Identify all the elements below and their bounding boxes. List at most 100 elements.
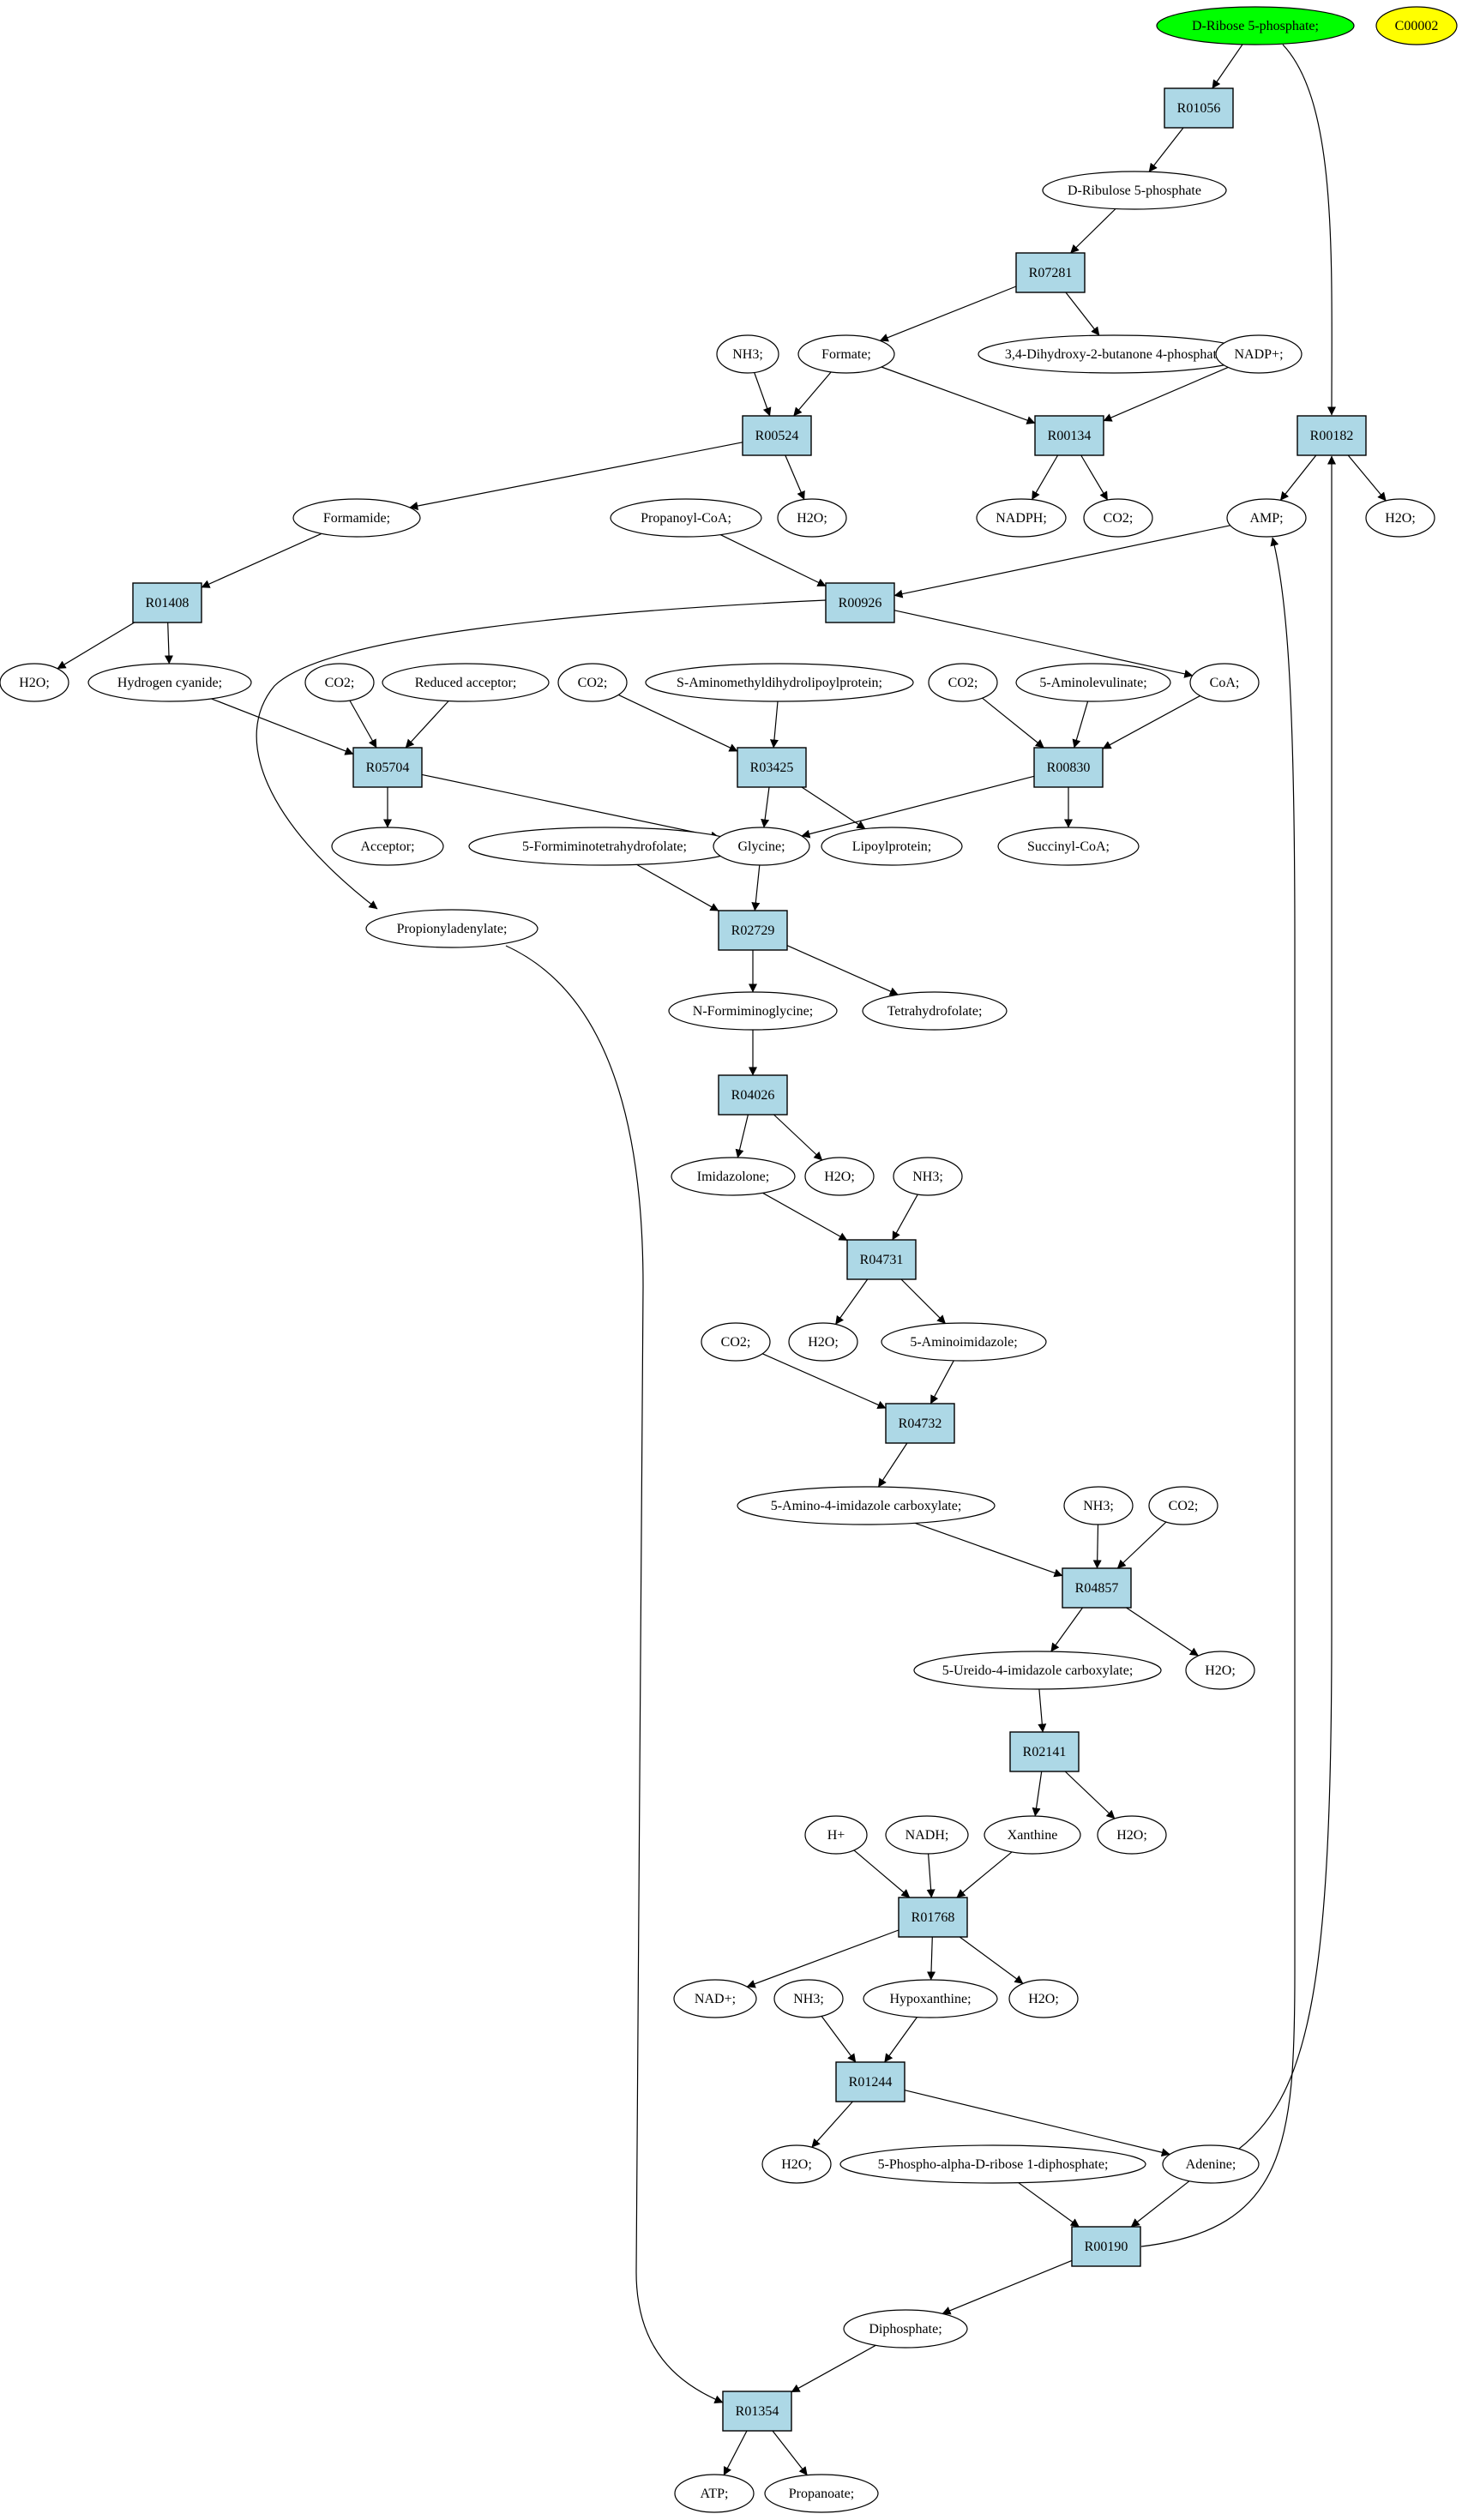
metabolite-ellipse[interactable] bbox=[1162, 2144, 1260, 2184]
reaction-node-R05704[interactable]: R05704 bbox=[352, 747, 423, 788]
metabolite-node-nadph[interactable]: NADPH; bbox=[976, 498, 1067, 538]
reaction-node-R00182[interactable]: R00182 bbox=[1297, 415, 1367, 456]
metabolite-ellipse[interactable] bbox=[773, 1979, 844, 2018]
reaction-node-R04026[interactable]: R04026 bbox=[718, 1074, 788, 1116]
metabolite-node-samdlp[interactable]: S-Aminomethyldihydrolipoylprotein; bbox=[645, 663, 914, 702]
metabolite-ellipse[interactable] bbox=[976, 498, 1067, 538]
metabolite-ellipse[interactable] bbox=[777, 498, 847, 538]
reaction-node-R00190[interactable]: R00190 bbox=[1071, 2226, 1141, 2267]
reaction-box[interactable] bbox=[898, 1897, 968, 1938]
metabolite-node-h2o_4857[interactable]: H2O; bbox=[1185, 1651, 1255, 1690]
reaction-node-R00524[interactable]: R00524 bbox=[742, 415, 812, 456]
metabolite-node-coa[interactable]: CoA; bbox=[1189, 663, 1260, 702]
metabolite-node-co2_4732[interactable]: CO2; bbox=[701, 1322, 771, 1362]
metabolite-ellipse[interactable] bbox=[292, 498, 421, 538]
metabolite-ellipse[interactable] bbox=[674, 2474, 755, 2513]
metabolite-ellipse[interactable] bbox=[788, 1322, 858, 1362]
metabolite-ellipse[interactable] bbox=[382, 663, 550, 702]
metabolite-ellipse[interactable] bbox=[713, 827, 810, 866]
metabolite-node-nh3c[interactable]: NH3; bbox=[1063, 1486, 1134, 1525]
metabolite-node-formate[interactable]: Formate; bbox=[797, 334, 895, 374]
metabolite-ellipse[interactable] bbox=[984, 1815, 1081, 1855]
metabolite-ellipse[interactable] bbox=[0, 663, 69, 702]
metabolite-ellipse[interactable] bbox=[87, 663, 252, 702]
metabolite-ellipse[interactable] bbox=[668, 991, 838, 1031]
reaction-node-R00926[interactable]: R00926 bbox=[825, 582, 895, 623]
metabolite-node-h2o_524[interactable]: H2O; bbox=[777, 498, 847, 538]
metabolite-node-thf[interactable]: Tetrahydrofolate; bbox=[862, 991, 1008, 1031]
metabolite-ellipse[interactable] bbox=[645, 663, 914, 702]
metabolite-node-lipoyl[interactable]: Lipoylprotein; bbox=[821, 827, 963, 866]
metabolite-ellipse[interactable] bbox=[843, 2309, 968, 2349]
metabolite-ellipse[interactable] bbox=[928, 663, 998, 702]
metabolite-ellipse[interactable] bbox=[862, 991, 1008, 1031]
metabolite-node-succoa[interactable]: Succinyl-CoA; bbox=[997, 827, 1140, 866]
metabolite-ellipse[interactable] bbox=[804, 1815, 868, 1855]
metabolite-node-nh3b[interactable]: NH3; bbox=[893, 1157, 963, 1196]
metabolite-node-glycine[interactable]: Glycine; bbox=[713, 827, 810, 866]
metabolite-node-hypox[interactable]: Hypoxanthine; bbox=[863, 1979, 998, 2018]
reaction-box[interactable] bbox=[835, 2061, 905, 2102]
reaction-node-R04857[interactable]: R04857 bbox=[1062, 1567, 1132, 1609]
metabolite-node-diphos[interactable]: Diphosphate; bbox=[843, 2309, 968, 2349]
reaction-box[interactable] bbox=[718, 910, 788, 951]
metabolite-ellipse[interactable] bbox=[797, 334, 895, 374]
metabolite-node-h2o_1408[interactable]: H2O; bbox=[0, 663, 69, 702]
metabolite-node-acceptor[interactable]: Acceptor; bbox=[331, 827, 444, 866]
metabolite-node-nfgly[interactable]: N-Formiminoglycine; bbox=[668, 991, 838, 1031]
metabolite-ellipse[interactable] bbox=[557, 663, 628, 702]
metabolite-ellipse[interactable] bbox=[610, 498, 762, 538]
reaction-box[interactable] bbox=[352, 747, 423, 788]
metabolite-node-h2o_2141[interactable]: H2O; bbox=[1097, 1815, 1167, 1855]
metabolite-ellipse[interactable] bbox=[1083, 498, 1153, 538]
reaction-box[interactable] bbox=[1033, 747, 1104, 788]
reaction-box[interactable] bbox=[1164, 87, 1234, 129]
metabolite-ellipse[interactable] bbox=[1185, 1651, 1255, 1690]
metabolite-node-redacc[interactable]: Reduced acceptor; bbox=[382, 663, 550, 702]
metabolite-node-imidaz[interactable]: Imidazolone; bbox=[671, 1157, 796, 1196]
metabolite-node-nadp[interactable]: NADP+; bbox=[1215, 334, 1303, 374]
reaction-box[interactable] bbox=[722, 2391, 792, 2432]
reaction-node-R01244[interactable]: R01244 bbox=[835, 2061, 905, 2102]
metabolite-ellipse[interactable] bbox=[863, 1979, 998, 2018]
metabolite-ellipse[interactable] bbox=[1375, 6, 1458, 45]
metabolite-node-h2o_4026[interactable]: H2O; bbox=[804, 1157, 875, 1196]
metabolite-ellipse[interactable] bbox=[821, 827, 963, 866]
reaction-node-R04731[interactable]: R04731 bbox=[846, 1239, 917, 1280]
metabolite-node-co2_134[interactable]: CO2; bbox=[1083, 498, 1153, 538]
metabolite-ellipse[interactable] bbox=[1063, 1486, 1134, 1525]
reaction-box[interactable] bbox=[1009, 1731, 1080, 1772]
metabolite-ellipse[interactable] bbox=[893, 1157, 963, 1196]
metabolite-node-nad[interactable]: NAD+; bbox=[673, 1979, 757, 2018]
reaction-box[interactable] bbox=[1034, 415, 1104, 456]
metabolite-ellipse[interactable] bbox=[997, 827, 1140, 866]
metabolite-node-h2o_1768[interactable]: H2O; bbox=[1008, 1979, 1079, 2018]
metabolite-node-atp[interactable]: ATP; bbox=[674, 2474, 755, 2513]
reaction-node-R02141[interactable]: R02141 bbox=[1009, 1731, 1080, 1772]
metabolite-node-ala5[interactable]: 5-Aminolevulinate; bbox=[1015, 663, 1171, 702]
metabolite-node-co2_4857[interactable]: CO2; bbox=[1148, 1486, 1218, 1525]
metabolite-node-h2o_4731[interactable]: H2O; bbox=[788, 1322, 858, 1362]
metabolite-node-co2_830[interactable]: CO2; bbox=[928, 663, 998, 702]
metabolite-ellipse[interactable] bbox=[701, 1322, 771, 1362]
metabolite-ellipse[interactable] bbox=[1015, 663, 1171, 702]
metabolite-ellipse[interactable] bbox=[804, 1157, 875, 1196]
metabolite-ellipse[interactable] bbox=[1189, 663, 1260, 702]
metabolite-node-nadh[interactable]: NADH; bbox=[885, 1815, 969, 1855]
metabolite-ellipse[interactable] bbox=[1365, 498, 1435, 538]
reaction-node-R00134[interactable]: R00134 bbox=[1034, 415, 1104, 456]
metabolite-ellipse[interactable] bbox=[881, 1322, 1047, 1362]
metabolite-node-uicarb[interactable]: 5-Ureido-4-imidazole carboxylate; bbox=[913, 1651, 1162, 1690]
metabolite-node-nh3d[interactable]: NH3; bbox=[773, 1979, 844, 2018]
reaction-box[interactable] bbox=[718, 1074, 788, 1116]
reaction-node-R01768[interactable]: R01768 bbox=[898, 1897, 968, 1938]
metabolite-ellipse[interactable] bbox=[304, 663, 375, 702]
metabolite-ellipse[interactable] bbox=[1042, 171, 1227, 210]
metabolite-node-propanoate[interactable]: Propanoate; bbox=[764, 2474, 879, 2513]
reaction-node-R04732[interactable]: R04732 bbox=[885, 1403, 955, 1444]
metabolite-node-adenine[interactable]: Adenine; bbox=[1162, 2144, 1260, 2184]
reaction-box[interactable] bbox=[742, 415, 812, 456]
reaction-node-R01354[interactable]: R01354 bbox=[722, 2391, 792, 2432]
metabolite-node-hplus[interactable]: H+ bbox=[804, 1815, 868, 1855]
metabolite-node-ribu5p[interactable]: D-Ribulose 5-phosphate bbox=[1042, 171, 1227, 210]
